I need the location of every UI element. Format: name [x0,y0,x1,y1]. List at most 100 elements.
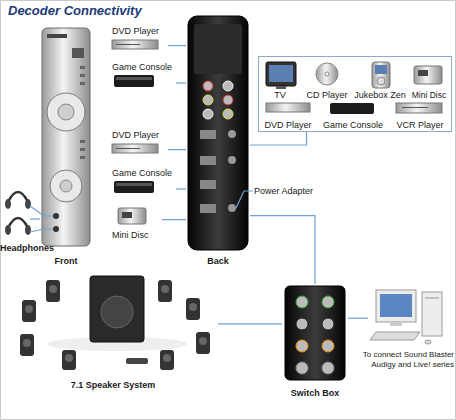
note-text: To connect Sound Blaster Audigy and Live… [338,350,454,370]
input-port [200,204,216,213]
satellite-speaker [20,334,34,356]
minidisc-icon [118,208,146,224]
disc-slot [116,44,140,45]
audio-jack [322,296,334,308]
front-panel: Front [40,26,92,266]
satellite-speaker [160,350,174,370]
dvd-player: DVD Player [112,26,168,54]
tv-icon [266,62,296,86]
keyboard [370,332,420,340]
headband [8,192,28,202]
game-console: Game Console [322,100,384,130]
led [80,140,85,143]
tv-screen [269,65,293,82]
led [80,148,85,151]
connector-line [30,218,40,219]
speaker-system: 7.1 Speaker System [8,262,218,390]
satellite-speaker [22,300,36,322]
device-label: Game Console [323,120,383,130]
connector-line [176,82,186,83]
console-icon [114,75,154,87]
minidisc-window [418,70,428,76]
ear-cup [5,225,11,235]
monitor [376,290,416,322]
led [80,156,85,159]
satellite-speaker [196,332,210,354]
dvd-player: DVD Player [112,130,168,158]
back-top-panel [194,24,242,74]
headphone-jack [53,213,59,219]
device-label: TV [274,90,286,100]
jukebox-icon [372,62,390,88]
satellite-speaker [158,280,172,302]
device-label: Mini Disc [112,230,149,240]
diagram-title: Decoder Connectivity [8,3,142,18]
device-label: DVD Player [264,120,311,130]
speaker-cone [161,285,169,293]
ear-cup [25,225,31,235]
switch-box-body [285,286,345,380]
minidisc-icon [414,66,442,84]
headphone-jack [53,226,59,232]
device-label: 7.1 Speaker System [71,380,156,390]
control-dial [47,93,85,131]
jukebox: Jukebox Zen [354,60,406,100]
connector-line [162,219,186,220]
woofer-cone [101,296,133,328]
rca-jack [223,109,233,119]
ear-cup [25,199,31,209]
connector-line [250,132,307,145]
mini-disc: Mini Disc [408,60,450,100]
console-icon [330,103,374,114]
subwoofer [90,276,144,342]
dvd-icon [266,103,310,112]
connector-line [218,323,282,324]
switch-box: Switch Box [282,284,348,398]
device-label: Game Console [112,168,172,178]
round-port [228,130,236,138]
rca-jack [223,81,233,91]
front-unit-body [42,28,90,246]
computer: To connect Sound Blaster Audigy and Live… [368,286,454,348]
connector-line [250,216,315,284]
vcr-player: VCR Player [392,100,448,130]
tape-slot [402,107,428,108]
led [80,82,85,85]
headphone-cable [30,229,53,232]
speaker-cone [189,303,197,311]
input-port [200,130,216,139]
device-label: Headphones [0,243,54,253]
rca-jack [203,109,213,119]
audio-jack [296,318,308,330]
audio-jack [322,318,334,330]
dial-center [58,104,74,120]
speaker-cone [163,354,171,362]
dial-center [60,180,72,192]
game-console: Game Console [112,62,176,92]
dvd-player: DVD Player [262,100,314,130]
jukebox-screen [375,65,387,74]
connector-line [168,45,186,46]
connector-line [176,188,186,189]
monitor-screen [380,294,412,317]
rca-jack [203,95,213,105]
device-label: Mini Disc [412,90,446,100]
round-port [228,156,236,164]
console-top [116,183,152,186]
satellite-speaker [62,350,76,370]
cd-player: CD Player [304,60,350,100]
dvd-icon [112,40,158,49]
console-icon [114,181,154,193]
led [80,74,85,77]
mini-disc: Mini Disc [112,206,162,240]
device-label: Back [207,256,229,266]
back-unit-body [188,16,248,250]
display-window [72,48,84,58]
headphone-cable [30,206,53,216]
tv-stand [276,86,286,89]
input-port [200,180,216,189]
mouse [425,340,431,344]
pc-tower [422,292,442,336]
audio-jack [296,296,308,308]
speaker-cone [23,339,31,347]
